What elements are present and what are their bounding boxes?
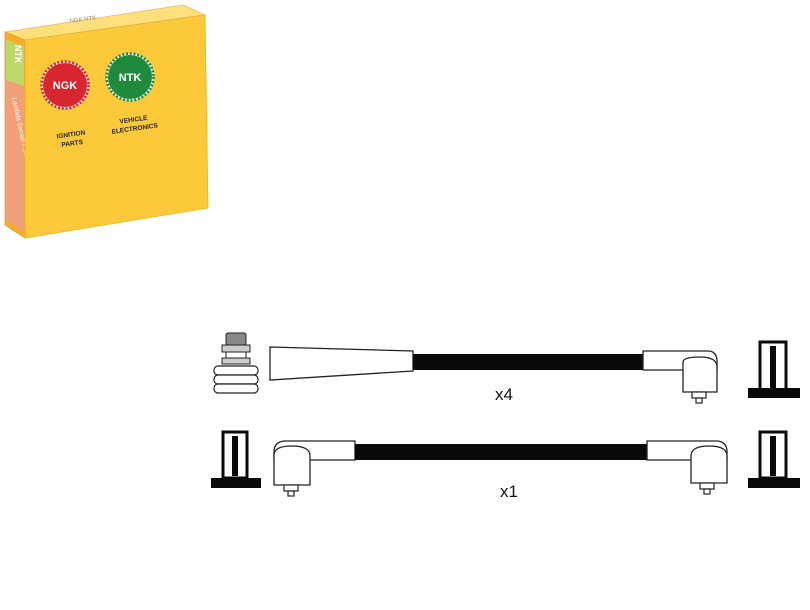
straight-boot-icon bbox=[269, 346, 414, 381]
ngk-caption-line1: IGNITION bbox=[56, 130, 86, 141]
box-side-stripe-green bbox=[6, 40, 24, 86]
cable-row-2 bbox=[211, 430, 800, 497]
coil-terminal-icon bbox=[748, 430, 800, 488]
box-side-text: NTK bbox=[13, 45, 23, 64]
ngk-ntk-box: NGK NTK NTK Lambda Sensor / Sonde / Sond… bbox=[3, 4, 209, 239]
ngk-caption-line2: PARTS bbox=[61, 139, 84, 149]
quantity-label-cable-2: x1 bbox=[500, 482, 518, 501]
box-front-face bbox=[24, 14, 209, 239]
ignition-wire bbox=[413, 354, 643, 370]
cable-row-1 bbox=[213, 332, 800, 404]
quantity-label-cable-1: x4 bbox=[495, 385, 513, 404]
ntk-logo-icon: NTK bbox=[105, 52, 155, 102]
ngk-logo-icon: NGK bbox=[40, 60, 90, 110]
ntk-logo-text: NTK bbox=[119, 72, 142, 84]
coil-terminal-icon bbox=[748, 340, 800, 398]
angled-boot-icon bbox=[642, 350, 718, 404]
box-side-stripe bbox=[6, 80, 24, 232]
coil-terminal-icon bbox=[211, 430, 261, 488]
ignition-wire bbox=[355, 444, 647, 460]
ngk-logo-text: NGK bbox=[53, 80, 78, 92]
angled-boot-icon bbox=[273, 440, 356, 497]
angled-boot-icon bbox=[646, 440, 728, 495]
box-top-label: NGK NTK bbox=[69, 15, 96, 25]
ntk-caption-line1: VEHICLE bbox=[119, 115, 149, 126]
spark-plug-terminal-icon bbox=[213, 332, 259, 394]
